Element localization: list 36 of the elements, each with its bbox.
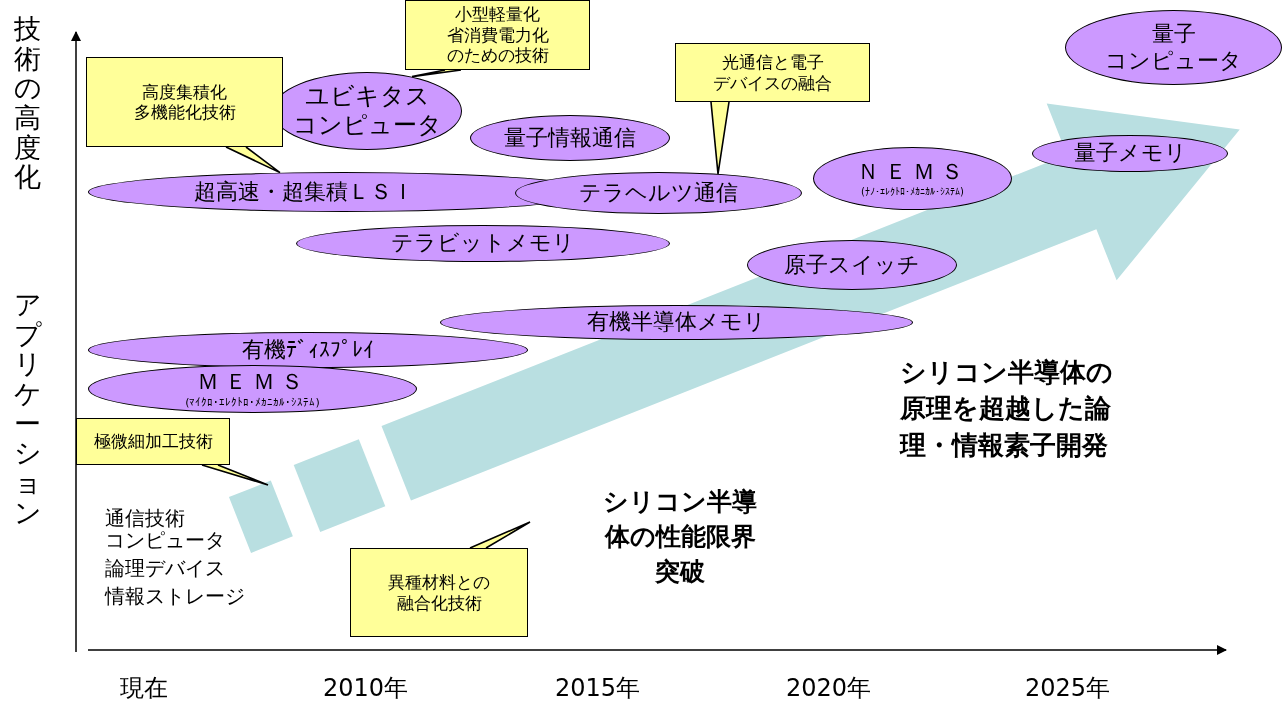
callout-box [675,43,870,102]
milestone-text: シリコン半導体の原理を超越した論理・情報素子開発 [900,356,1113,462]
year-label: 2020年 [786,673,872,704]
subtitle-text: (ﾅﾉ･ｴﾚｸﾄﾛ･ﾒｶﾆｶﾙ･ｼｽﾃﾑ) [861,185,964,198]
year-label: 2025年 [1025,673,1111,704]
callout-text: 高度集積化多機能化技術 [133,81,236,123]
year-label: 2010年 [323,673,409,704]
callout-pointer [225,146,281,174]
callout-text: 極微細加工技術 [93,431,213,452]
application-text: 論理デバイス [105,555,225,582]
year-label: 2015年 [555,673,641,704]
callout-text: 光通信と電子デバイスの融合 [713,52,832,93]
application-text: 情報ストレージ [105,583,245,610]
technology-label: 有機ﾃﾞｨｽﾌﾟﾚｲ [242,336,374,364]
technology-label: 有機半導体メモリ [587,309,766,336]
subtitle-text: (ﾏｲｸﾛ･ｴﾚｸﾄﾛ･ﾒｶﾆｶﾙ･ｼｽﾃﾑ) [185,395,320,409]
technology-label: 量子メモリ [1073,140,1187,167]
callout-pointer [710,101,730,175]
technology-label: ＮＥＭＳ [856,159,969,186]
application-text: 通信技術 [105,505,185,531]
axis-title: アプリケーション [14,290,41,528]
technology-label: 超高速・超集積ＬＳＩ [194,178,414,206]
year-label: 現在 [120,673,168,704]
technology-label: 量子情報通信 [504,124,636,152]
milestone-text: シリコン半導体の性能限界突破 [602,486,758,588]
technology-label: ＭＥＭＳ [196,369,309,396]
callout-text: 異種材料との融合化技術 [388,572,490,613]
technology-label: 原子スイッチ [784,251,920,279]
application-text: コンピュータ [105,528,225,554]
technology-label: テラビットメモリ [391,230,575,257]
callout-text: 小型軽量化省消費電力化のための技術 [446,4,549,66]
technology-label: テラヘルツ通信 [579,179,738,207]
technology-label: ユビキタスコンピュータ [292,82,442,140]
technology-label: 量子コンピュータ [1105,21,1242,74]
callout-pointer [411,69,462,78]
axis-title: 技術の高度化 [14,14,41,193]
